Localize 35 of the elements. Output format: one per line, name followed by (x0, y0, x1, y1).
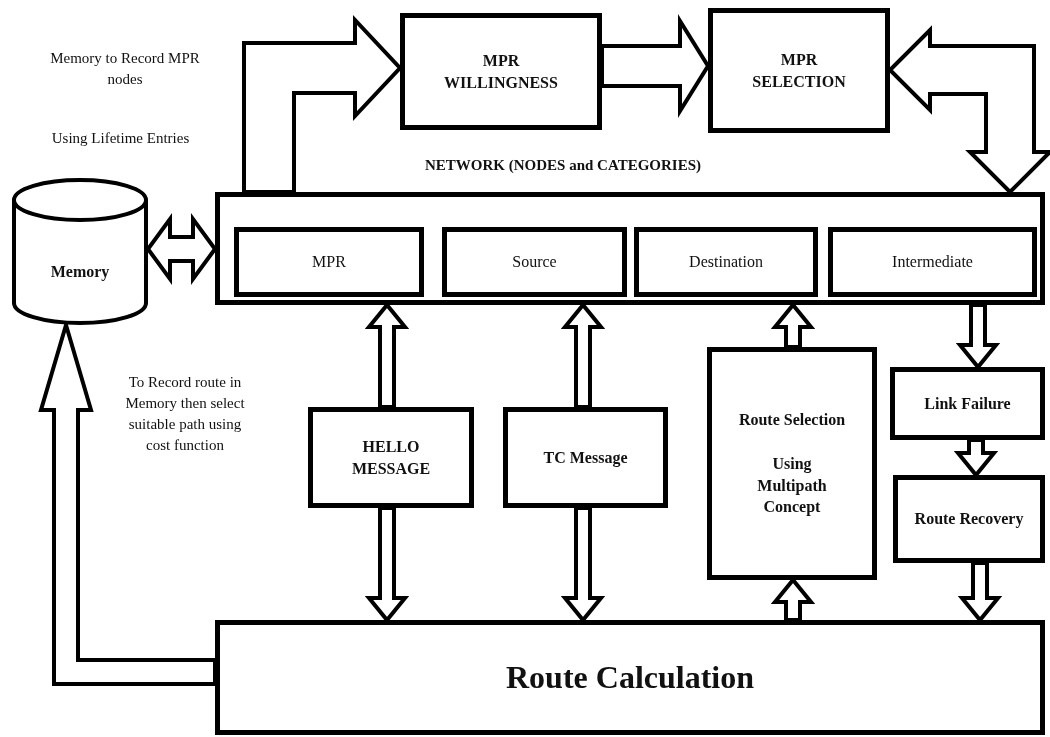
block-arrow (242, 14, 403, 194)
process-box (400, 13, 602, 130)
annotation-text: To Record route in Memory then select suitable path using cost function (124, 373, 246, 455)
memory-cylinder (12, 178, 148, 325)
annotation-text: Memory to Record MPR nodes (49, 49, 201, 89)
node-label: Using Multipath Concept (756, 453, 828, 518)
node-label: Route Calculation (505, 657, 755, 697)
node-label: Source (511, 252, 558, 273)
process-box (707, 347, 877, 580)
node-label: Route Selection (737, 410, 847, 431)
node-label: Route Recovery (913, 509, 1025, 530)
category-box (634, 227, 818, 297)
block-arrow (887, 25, 1050, 195)
node-label: TC Message (542, 447, 629, 469)
node-label: Intermediate (891, 252, 974, 273)
annotation-text: Using Lifetime Entries (50, 129, 191, 148)
node-label: MPR SELECTION (751, 49, 847, 92)
group-heading: NETWORK (NODES and CATEGORIES) (425, 157, 702, 174)
node-label: MPR (311, 252, 347, 273)
category-box (442, 227, 627, 297)
node-label: MPR WILLINGNESS (443, 50, 559, 93)
process-box (503, 407, 668, 508)
node-label: Memory (49, 261, 111, 283)
category-box (234, 227, 424, 297)
process-box (308, 407, 474, 508)
process-box (215, 620, 1045, 735)
block-arrow (600, 14, 711, 118)
block-arrow (145, 212, 218, 286)
node-label: Link Failure (923, 393, 1012, 414)
node-label: HELLO MESSAGE (350, 436, 432, 479)
node-label: Destination (688, 252, 764, 273)
process-box (708, 8, 890, 133)
process-box (890, 367, 1045, 440)
process-box (893, 475, 1045, 563)
category-box (828, 227, 1037, 297)
